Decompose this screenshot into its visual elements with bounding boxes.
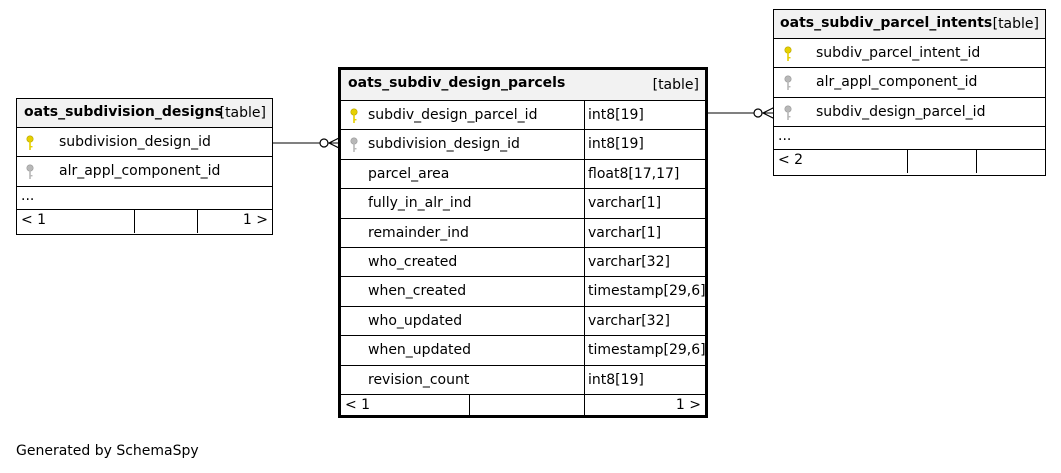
table-oats-subdivision-designs[interactable]: oats_subdivision_designs [table] subdivi… [16, 98, 273, 235]
column-type: timestamp[29,6] [588, 283, 706, 300]
primary-key-icon [26, 135, 34, 150]
footer-divider [469, 394, 470, 418]
column-row[interactable]: revision_count int8[19] [341, 365, 705, 395]
table-name[interactable]: oats_subdiv_design_parcels [348, 75, 566, 91]
column-row[interactable]: subdiv_design_parcel_id [774, 98, 1045, 128]
foreign-key-icon [784, 75, 792, 91]
foreign-key-icon [784, 105, 792, 120]
column-name: alr_appl_component_id [59, 163, 221, 180]
column-type: varchar[1] [588, 195, 662, 212]
children-count[interactable]: 1 > [242, 211, 268, 228]
column-divider [584, 189, 585, 219]
column-row[interactable]: subdivision_design_id [17, 128, 272, 158]
column-divider [584, 218, 585, 248]
more-columns-indicator: ... [774, 127, 1045, 151]
column-type: int8[19] [588, 107, 644, 123]
column-row[interactable]: who_created varchar[32] [341, 247, 705, 278]
column-name: subdiv_parcel_intent_id [816, 45, 981, 61]
column-name: parcel_area [368, 165, 450, 182]
primary-key-icon [350, 108, 358, 123]
relationship-designs-to-parcels [273, 136, 342, 150]
primary-key-icon [784, 46, 792, 61]
table-footer: < 1 1 > [17, 209, 272, 233]
column-divider [584, 277, 585, 307]
table-name[interactable]: oats_subdiv_parcel_intents [780, 15, 993, 31]
table-type-label: [table] [652, 77, 699, 93]
column-row[interactable]: when_created timestamp[29,6] [341, 277, 706, 307]
table-oats-subdiv-parcel-intents[interactable]: oats_subdiv_parcel_intents [table] subdi… [773, 9, 1046, 176]
column-type: varchar[32] [588, 312, 670, 329]
parents-count[interactable]: < 1 [21, 211, 47, 228]
table-header[interactable]: oats_subdivision_designs [table] [17, 99, 272, 128]
column-divider [584, 306, 585, 337]
parents-count[interactable]: < 2 [778, 152, 804, 169]
column-row[interactable]: fully_in_alr_ind varchar[1] [341, 189, 705, 219]
column-divider [584, 130, 585, 160]
table-type-label: [table] [219, 105, 266, 121]
footer-divider [976, 150, 977, 174]
children-count[interactable]: 1 > [675, 396, 701, 413]
foreign-key-icon [350, 137, 358, 153]
column-name: when_updated [368, 342, 472, 359]
generated-by-label: Generated by SchemaSpy [16, 443, 199, 459]
table-header[interactable]: oats_subdiv_design_parcels [table] [341, 70, 705, 101]
table-footer: < 1 1 > [341, 394, 705, 418]
column-name: remainder_ind [368, 224, 469, 241]
column-name: fully_in_alr_ind [368, 195, 472, 212]
column-divider [584, 101, 585, 131]
column-type: varchar[1] [588, 224, 662, 241]
foreign-key-icon [26, 164, 34, 180]
column-divider [584, 365, 585, 395]
column-name: subdiv_design_parcel_id [368, 107, 538, 123]
column-row[interactable]: remainder_ind varchar[1] [341, 218, 705, 248]
column-type: int8[19] [588, 136, 644, 153]
column-row[interactable]: alr_appl_component_id [17, 157, 272, 187]
more-columns-text: ... [21, 187, 35, 204]
table-oats-subdiv-design-parcels[interactable]: oats_subdiv_design_parcels [table] subdi… [338, 67, 708, 418]
column-row[interactable]: when_updated timestamp[29,6] [341, 336, 706, 366]
column-name: subdivision_design_id [368, 136, 520, 153]
column-type: timestamp[29,6] [588, 342, 706, 359]
column-type: float8[17,17] [588, 165, 680, 182]
column-name: when_created [368, 283, 467, 300]
parents-count[interactable]: < 1 [345, 396, 371, 413]
column-divider [584, 159, 585, 190]
column-type: int8[19] [588, 371, 644, 388]
column-row[interactable]: subdiv_design_parcel_id int8[19] [341, 101, 705, 131]
column-type: varchar[32] [588, 253, 670, 270]
column-name: who_updated [368, 312, 463, 329]
column-name: alr_appl_component_id [816, 74, 978, 91]
column-divider [584, 247, 585, 278]
relationship-parcels-to-intents [706, 106, 776, 120]
footer-divider [134, 209, 135, 233]
table-header[interactable]: oats_subdiv_parcel_intents [table] [774, 10, 1045, 39]
column-row[interactable]: alr_appl_component_id [774, 68, 1045, 98]
column-name: revision_count [368, 371, 470, 388]
table-type-label: [table] [992, 16, 1039, 32]
footer-divider [197, 209, 198, 233]
column-row[interactable]: who_updated varchar[32] [341, 306, 705, 337]
column-divider [584, 336, 585, 366]
footer-divider [584, 394, 585, 418]
footer-divider [907, 150, 908, 174]
column-row[interactable]: parcel_area float8[17,17] [341, 159, 705, 190]
column-name: subdiv_design_parcel_id [816, 103, 986, 120]
column-name: who_created [368, 253, 458, 270]
column-name: subdivision_design_id [59, 134, 211, 150]
table-name[interactable]: oats_subdivision_designs [24, 104, 223, 120]
column-row[interactable]: subdivision_design_id int8[19] [341, 130, 705, 160]
column-row[interactable]: subdiv_parcel_intent_id [774, 39, 1045, 69]
more-columns-text: ... [778, 128, 792, 145]
table-footer: < 2 [774, 150, 1045, 174]
more-columns-indicator: ... [17, 187, 272, 210]
